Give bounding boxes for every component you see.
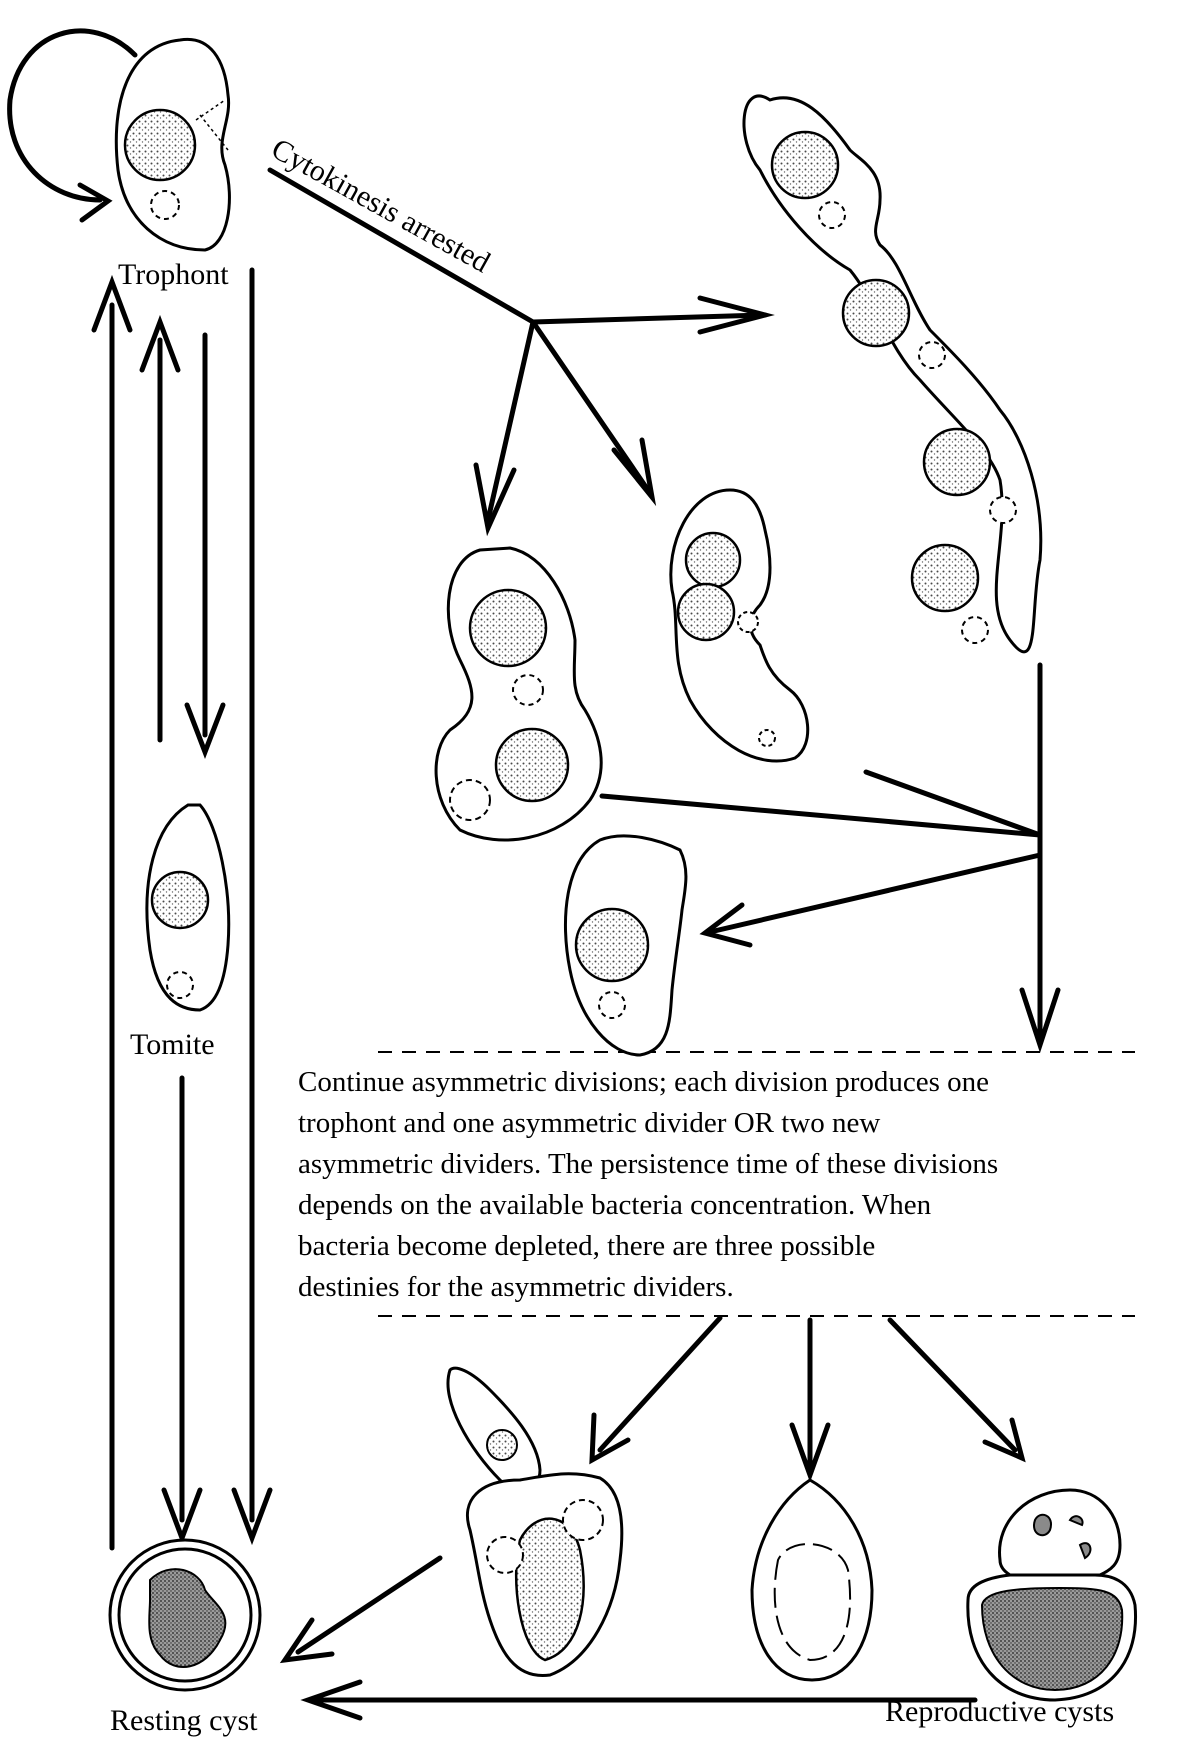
resting-cyst-contents	[148, 1568, 227, 1668]
caption-line: trophont and one asymmetric divider OR t…	[298, 1107, 881, 1139]
chain-nucleus-3	[922, 427, 992, 497]
chain-divider-cell	[742, 94, 1043, 654]
chain-nucleus-2	[841, 278, 911, 348]
self-loop-arrowhead	[77, 182, 113, 223]
new-trophont-nucleus	[574, 907, 650, 983]
constricted-nucleus-lower	[676, 582, 736, 642]
arrow-divider-to-resting	[295, 1555, 443, 1655]
released-tomite-nucleus	[486, 1429, 518, 1461]
constricted-nucleus-upper	[684, 531, 742, 589]
label-reproductive-cysts: Reproductive cysts	[885, 1695, 1115, 1728]
empty-cyst	[750, 1478, 874, 1682]
caption-line: destinies for the asymmetric dividers.	[298, 1271, 734, 1303]
label-trophont: Trophont	[118, 258, 229, 291]
caption-line: depends on the available bacteria concen…	[298, 1189, 932, 1221]
caption-text: Continue asymmetric divisions; each divi…	[298, 1062, 1178, 1308]
divider-nucleus-upper	[468, 588, 548, 668]
arrow-to-tomite-cyst	[597, 1315, 723, 1453]
caption-line: bacteria become depleted, there are thre…	[298, 1230, 876, 1262]
caption-line: asymmetric dividers. The persistence tim…	[298, 1148, 999, 1180]
self-loop-arrow	[7, 28, 138, 203]
chain-nucleus-4	[910, 543, 980, 613]
arrow-to-reproductive-cyst	[887, 1317, 1018, 1453]
tomite-nucleus	[150, 870, 210, 930]
label-resting-cyst: Resting cyst	[110, 1704, 258, 1737]
divider-nucleus-lower	[494, 727, 570, 803]
released-tomite	[446, 1366, 542, 1493]
trophont-nucleus	[123, 108, 197, 182]
caption-line: Continue asymmetric divisions; each divi…	[298, 1066, 990, 1098]
chain-nucleus-1	[770, 130, 840, 200]
label-tomite: Tomite	[130, 1028, 215, 1061]
cytokinesis-line	[267, 167, 536, 325]
reproductive-cyst-upper	[998, 1488, 1122, 1577]
